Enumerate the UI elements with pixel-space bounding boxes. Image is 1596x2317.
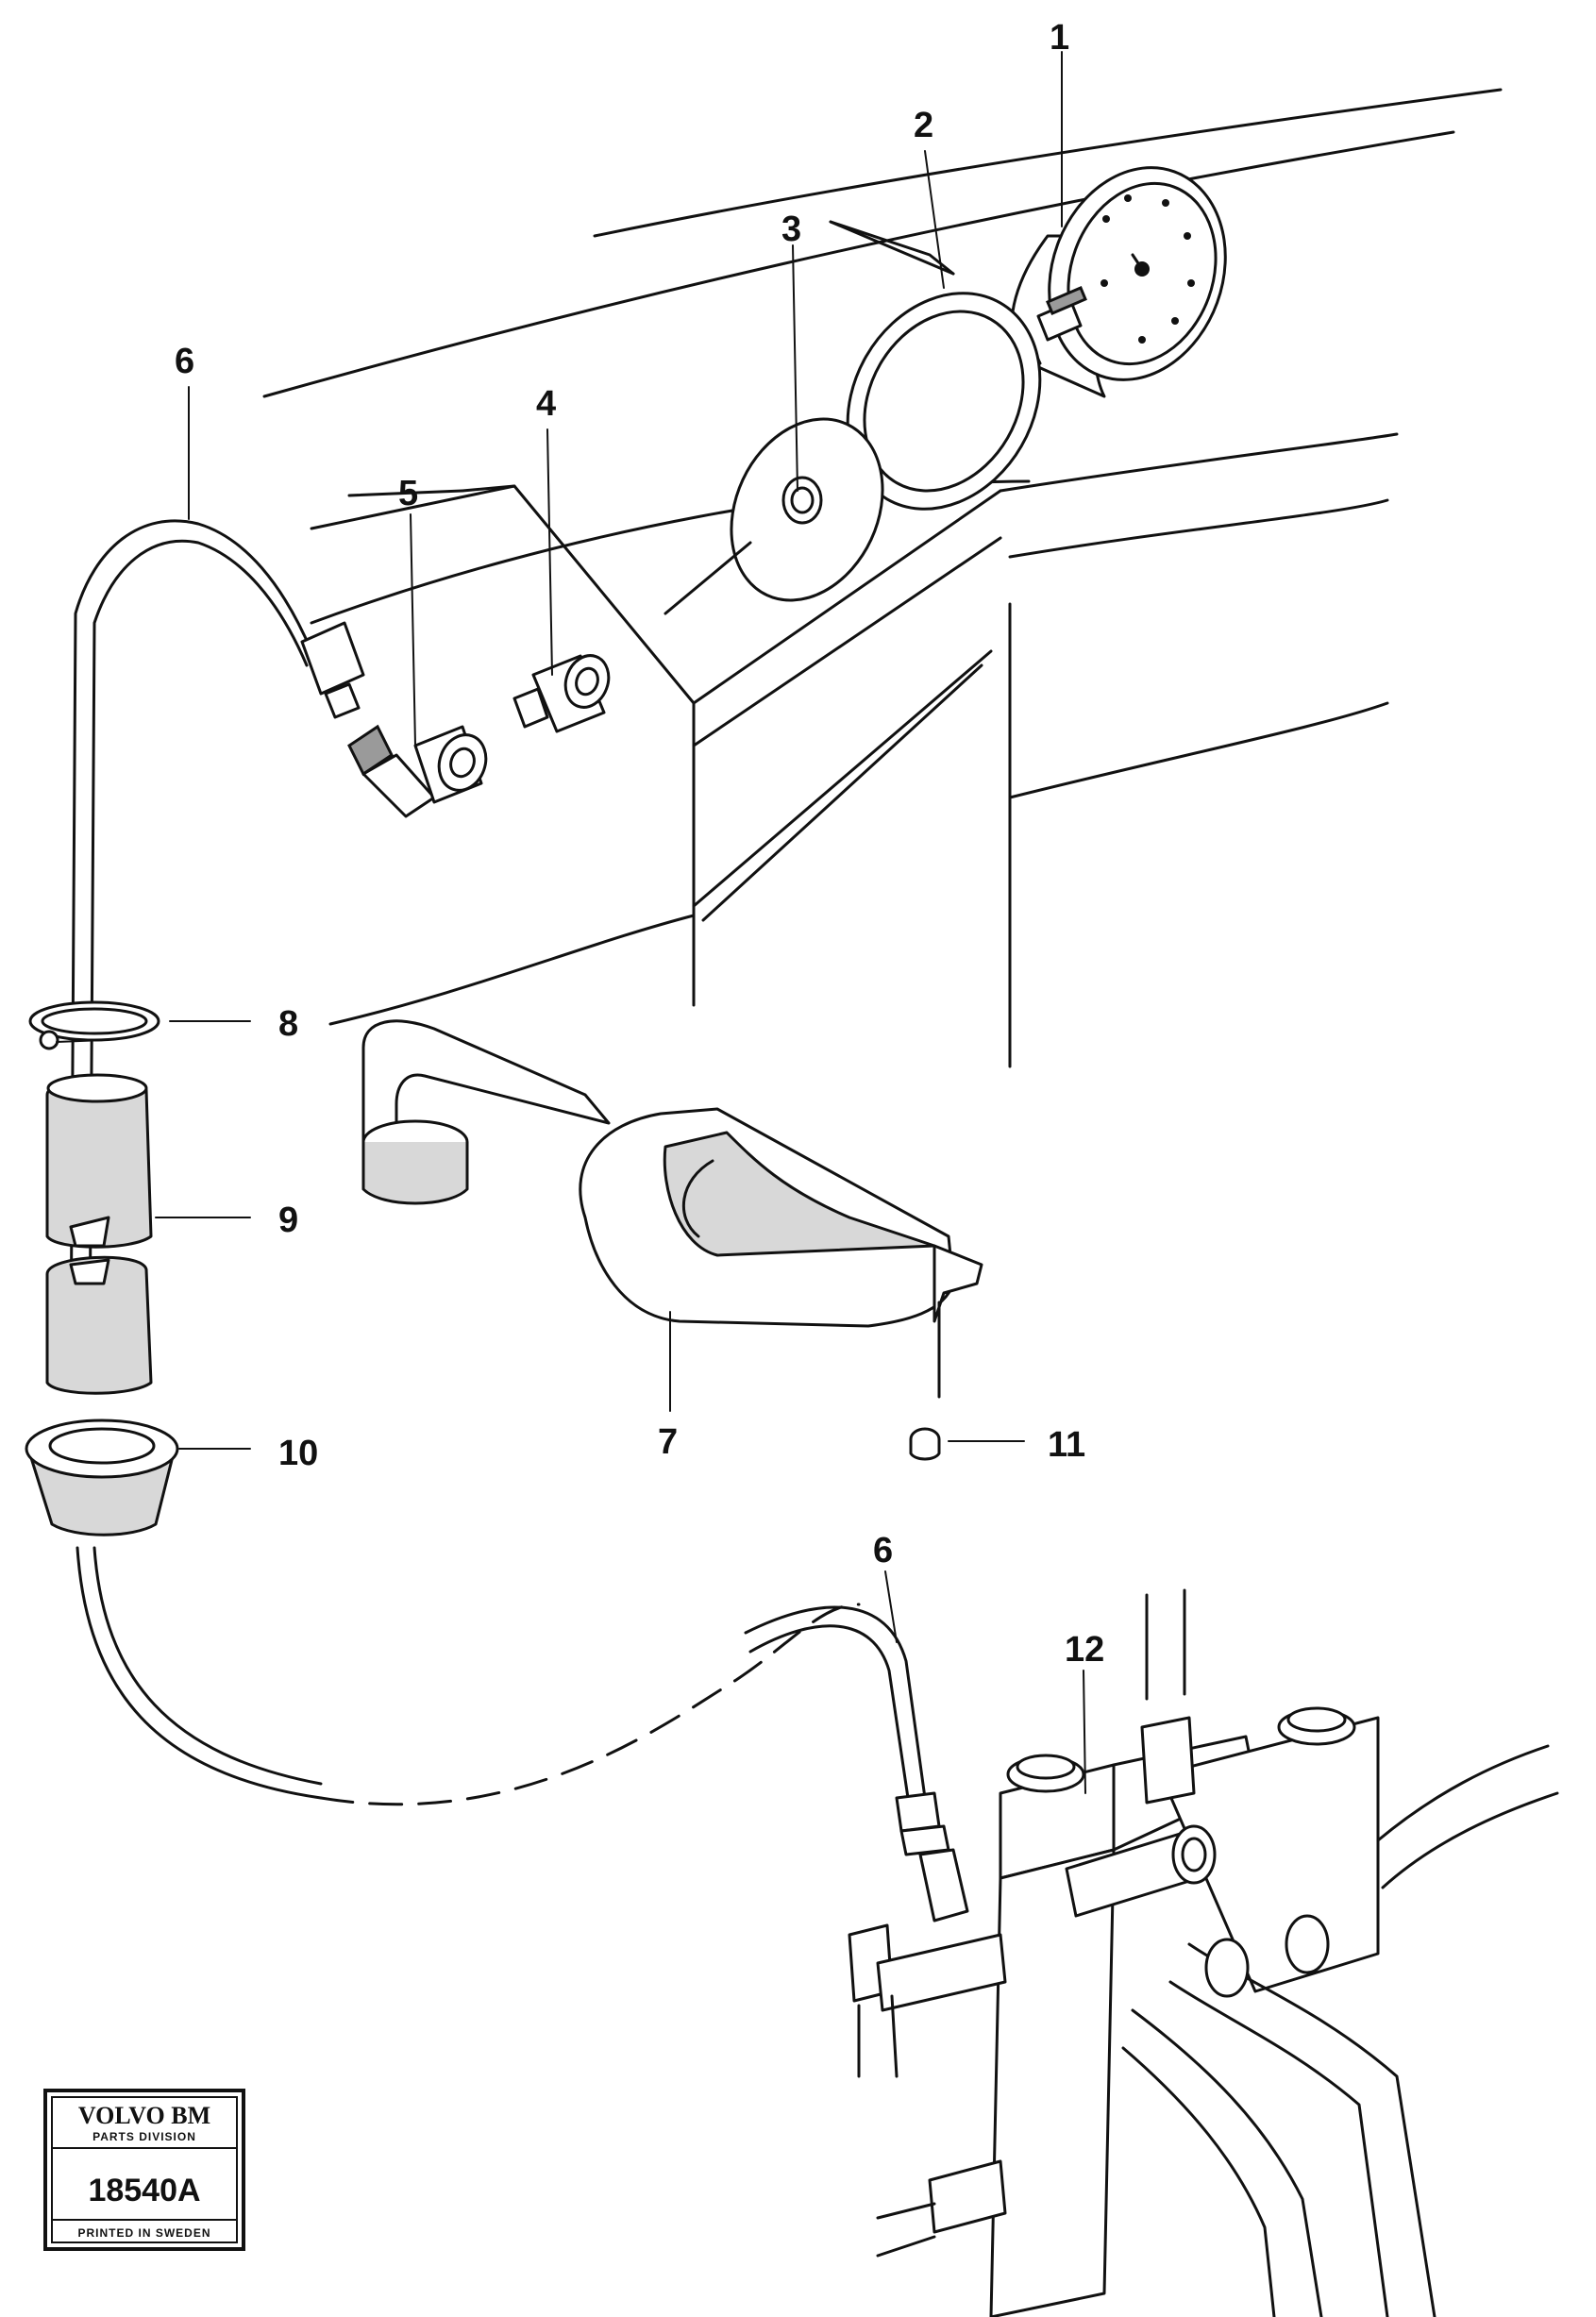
callout-8: 8 — [278, 1004, 298, 1044]
pressure-gauge — [1000, 166, 1227, 398]
callout-10: 10 — [278, 1434, 318, 1473]
stamp-printed: PRINTED IN SWEDEN — [77, 2226, 210, 2240]
nut — [909, 1427, 941, 1461]
machine-body-outline — [262, 88, 1503, 1068]
gauge-bracket — [361, 1019, 983, 1399]
protective-sleeve — [45, 1073, 153, 1395]
callout-7: 7 — [658, 1422, 678, 1462]
callout-11: 11 — [1048, 1425, 1085, 1465]
gauge-hose — [69, 519, 969, 1922]
stamp-division: PARTS DIVISION — [92, 2130, 196, 2143]
callout-labels: 1 2 3 4 5 6 6 7 8 9 10 11 12 — [175, 18, 1104, 1670]
callout-2: 2 — [914, 106, 933, 145]
callout-1: 1 — [1050, 18, 1069, 58]
hose-clamp — [28, 1000, 160, 1050]
volvo-bm-stamp: VOLVO BM PARTS DIVISION 18540A PRINTED I… — [43, 2089, 245, 2251]
callout-12: 12 — [1065, 1630, 1104, 1670]
callout-6-lower: 6 — [873, 1531, 893, 1570]
callout-5: 5 — [398, 474, 418, 513]
control-valve-block — [848, 1588, 1559, 2317]
elbow-fitting — [347, 724, 488, 818]
stamp-code: 18540A — [88, 2173, 200, 2208]
stamp-brand: VOLVO BM — [78, 2102, 210, 2129]
callout-9: 9 — [278, 1200, 298, 1240]
seal-disc — [664, 417, 884, 615]
grommet — [25, 1419, 179, 1536]
callout-6-upper: 6 — [175, 342, 194, 381]
callout-3: 3 — [781, 210, 801, 249]
leader-lines — [155, 51, 1086, 1794]
callout-4: 4 — [536, 384, 556, 424]
adapter-fitting — [512, 654, 611, 733]
